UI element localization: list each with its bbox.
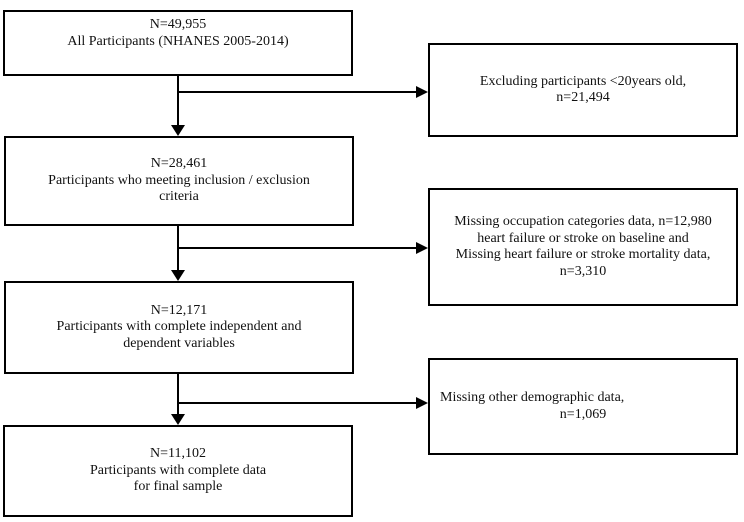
arrow-right-icon [416,242,428,254]
flow-box-all-participants: N=49,955 All Participants (NHANES 2005-2… [3,10,353,76]
flow-box-complete-variables: N=12,171 Participants with complete inde… [4,281,354,374]
description-label: criteria [159,189,199,205]
arrow-down-icon [171,414,185,425]
exclusion-box-missing-demographic: Missing other demographic data, n=1,069 [428,358,738,455]
exclusion-count-label: n=21,494 [556,90,610,105]
exclusion-reason-label: Missing other demographic data, [440,390,625,405]
exclusion-count-label: n=1,069 [559,406,607,422]
exclusion-reason-label: Missing heart failure or stroke mortalit… [455,247,711,262]
exclusion-reason-label: Excluding participants <20years old, [479,73,687,89]
connector-line-box3-exclusion3 [178,402,417,404]
description-label: dependent variables [123,335,235,351]
description-label: for final sample [133,479,223,495]
arrow-right-icon [416,397,428,409]
description-label: Participants with complete data [89,462,267,478]
connector-line-box1-exclusion1 [178,91,417,93]
arrow-right-icon [416,86,428,98]
count-label: N=11,102 [150,446,206,462]
count-label: N=49,955 [149,17,207,32]
exclusion-count-label: n=3,310 [559,263,607,279]
flow-box-inclusion-criteria: N=28,461 Participants who meeting inclus… [4,136,354,226]
exclusion-reason-label: heart failure or stroke on baseline and [477,230,689,246]
count-label: N=28,461 [150,156,208,172]
flow-box-final-sample: N=11,102 Participants with complete data… [3,425,353,517]
exclusion-reason-label: Missing occupation categories data, n=12… [454,214,712,229]
connector-line-box2-exclusion2 [178,247,417,249]
connector-line-box3-box4 [177,374,179,415]
description-label: Participants who meeting inclusion / exc… [48,172,310,188]
arrow-down-icon [171,270,185,281]
exclusion-box-age: Excluding participants <20years old, n=2… [428,43,738,137]
description-label: All Participants (NHANES 2005-2014) [67,33,289,49]
arrow-down-icon [171,125,185,136]
count-label: N=12,171 [150,302,208,318]
connector-line-box1-box2 [177,76,179,126]
description-label: Participants with complete independent a… [56,319,302,335]
exclusion-box-missing-occupation-mortality: Missing occupation categories data, n=12… [428,188,738,306]
